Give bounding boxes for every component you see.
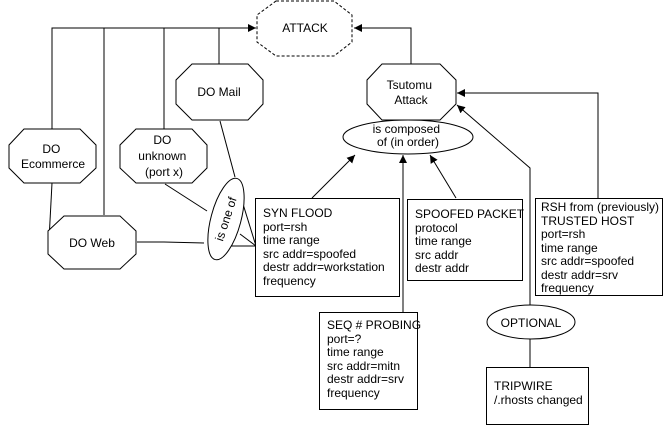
spoofed-packet-box[interactable]: SPOOFED PACKET protocol time range src a… [407, 199, 525, 281]
seq-probing-title: SEQ # PROBING [327, 318, 422, 332]
is-composed-of-label: is composed of (in order) [373, 122, 444, 149]
optional-connector [486, 304, 576, 340]
syn-flood-attr: frequency [263, 273, 316, 288]
edge-spoofed-composed [429, 154, 457, 199]
rsh-trusted-host-title: TRUSTED HOST [541, 213, 635, 228]
attack-label: ATTACK [282, 21, 328, 35]
syn-flood-attr: time range [263, 233, 320, 247]
seq-probing-attr: time range [327, 345, 384, 359]
is-one-of-connector [207, 177, 245, 261]
seq-probing-attr: port=? [327, 331, 362, 346]
syn-flood-title: SYN FLOOD [263, 206, 333, 220]
spoofed-packet-attr: destr addr [415, 261, 470, 275]
seq-probing-attr: src addr=mitn [327, 358, 401, 373]
do-ecommerce-label: DO Ecommerce [21, 142, 85, 171]
attack-node[interactable] [256, 0, 353, 57]
edge-bus-to-attack [51, 24, 256, 129]
rsh-trusted-host-attr: frequency [541, 281, 594, 295]
spoofed-packet-attr: src addr [415, 247, 459, 262]
edge-optional-tsutomu [456, 104, 531, 306]
seq-probing-attr: frequency [327, 385, 380, 400]
syn-flood-box[interactable]: SYN FLOOD port=rsh time range src addr=s… [255, 198, 400, 297]
do-mail-node[interactable] [175, 63, 264, 121]
seq-probing-box[interactable]: SEQ # PROBING port=? time range src addr… [319, 312, 422, 410]
spoofed-packet-attr: time range [415, 234, 472, 248]
tsutomu-label: Tsutomu Attack [387, 78, 436, 107]
do-ecommerce-node[interactable] [8, 128, 97, 184]
rsh-trusted-host-attr: destr addr=srv [541, 267, 619, 282]
rsh-trusted-host-title: RSH from (previously) [541, 200, 660, 214]
edge-mail-isoneof [219, 120, 236, 178]
edge-rsh-tsutomu [457, 89, 599, 198]
spoofed-packet-attr: protocol [415, 220, 458, 235]
rsh-trusted-host-attr: port=rsh [541, 227, 586, 241]
edge-isoneof-syn-a [242, 203, 257, 247]
tsutomu-attack-node[interactable] [366, 63, 457, 121]
tripwire-box[interactable]: TRIPWIRE /.rhosts changed [486, 367, 589, 425]
do-web-label: DO Web [69, 236, 115, 250]
rsh-trusted-host-attr: time range [541, 240, 598, 255]
edge-unknown-isoneof [164, 183, 208, 212]
rsh-trusted-host-box[interactable]: RSH from (previously) TRUSTED HOST port=… [535, 198, 663, 296]
optional-label: OPTIONAL [501, 316, 562, 330]
edge-isoneof-syn-b [239, 233, 257, 247]
do-mail-label: DO Mail [197, 85, 240, 99]
tripwire-attr: /.rhosts changed [494, 392, 583, 407]
syn-flood-attr: port=rsh [263, 219, 308, 234]
do-web-node[interactable] [47, 215, 137, 270]
syn-flood-attr: src addr=spoofed [263, 246, 357, 261]
edge-web-isoneof [137, 241, 205, 244]
do-unknown-node[interactable] [119, 128, 208, 184]
do-unknown-label: DO unknown (port x) [138, 133, 189, 179]
edge-tsutomu-to-attack [354, 24, 412, 64]
tripwire-title: TRIPWIRE [494, 379, 553, 393]
seq-probing-attr: destr addr=srv [327, 372, 405, 386]
syn-flood-attr: destr addr=workstation [263, 260, 385, 274]
edge-syn-composed [311, 154, 356, 199]
rsh-trusted-host-attr: src addr=spoofed [541, 254, 635, 268]
spoofed-packet-title: SPOOFED PACKET [415, 207, 525, 221]
is-composed-of-connector [342, 119, 474, 155]
